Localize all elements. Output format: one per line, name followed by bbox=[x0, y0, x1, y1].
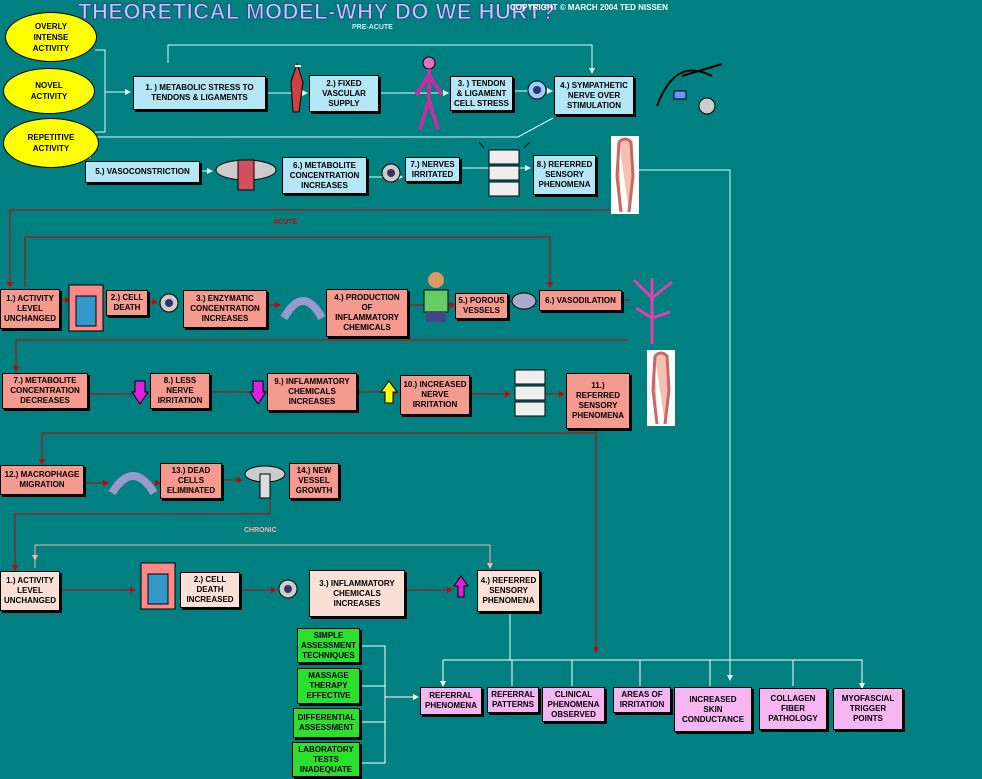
down-arrow-icon bbox=[131, 380, 149, 405]
body-referred-icon bbox=[611, 136, 639, 214]
enzyme-icon bbox=[280, 297, 326, 321]
preacute-fixed-vascular-supply: 2.) FIXED VASCULAR SUPPLY bbox=[309, 75, 379, 112]
chronic-activity-unchanged: 1.) ACTIVITY LEVEL UNCHANGED bbox=[0, 571, 60, 611]
stage-label-chronic: CHRONIC bbox=[244, 527, 277, 534]
preacute-vasoconstriction: 5.) VASOCONSTRICTION bbox=[85, 161, 200, 183]
cause-novel: NOVEL ACTIVITY bbox=[3, 68, 95, 114]
assessment-simple-techniques: SIMPLE ASSESSMENT TECHNIQUES bbox=[297, 628, 360, 663]
person-icon bbox=[423, 272, 449, 322]
outcome-areas-of-irritation: AREAS OF IRRITATION bbox=[613, 687, 671, 713]
page-title: THEORETICAL MODEL-WHY DO WE HURT? bbox=[78, 0, 556, 25]
acute-inflammatory-increase: 9.) INFLAMMATORY CHEMICALS INCREASES bbox=[267, 373, 357, 411]
acute-increased-nerve-irritation: 10.) INCREASED NERVE IRRITATION bbox=[400, 375, 470, 415]
acute-enzymatic: 3.) ENZYMATIC CONCENTRATION INCREASES bbox=[183, 290, 267, 328]
cell-icon-4 bbox=[278, 579, 298, 599]
stage-label-acute: ACUTE bbox=[273, 219, 298, 226]
assessment-differential: DIFFERENTIAL ASSESSMENT bbox=[293, 708, 360, 738]
up-arrow-icon-2 bbox=[453, 575, 469, 598]
outcome-collagen-pathology: COLLAGEN FIBER PATHOLOGY bbox=[759, 688, 827, 730]
outcome-clinical-phenomena: CLINICAL PHENOMENA OBSERVED bbox=[542, 687, 605, 722]
body-referred-icon-2 bbox=[647, 350, 675, 426]
preacute-nerves-irritated: 7.) NERVES IRRITATED bbox=[405, 157, 460, 182]
acute-inflammatory-production: 4.) PRODUCTION OF INFLAMMATORY CHEMICALS bbox=[326, 289, 408, 337]
acute-new-vessel-growth: 14.) NEW VESSEL GROWTH bbox=[289, 463, 339, 499]
macrophage-icon bbox=[108, 472, 158, 496]
acute-cell-death: 2.) CELL DEATH bbox=[106, 290, 148, 316]
outcome-skin-conductance: INCREASED SKIN CONDUCTANCE bbox=[674, 687, 752, 732]
chronic-referred-sensory: 4.) REFERRED SENSORY PHENOMENA bbox=[477, 570, 540, 612]
chronic-inflammatory-increase: 3.) INFLAMMATORY CHEMICALS INCREASES bbox=[309, 570, 405, 617]
cause-repetitive: REPETITIVE ACTIVITY bbox=[3, 118, 99, 168]
acute-less-nerve-irritation: 8.) LESS NERVE IRRITATION bbox=[150, 373, 210, 409]
preacute-cell-stress: 3. ) TENDON & LIGAMENT CELL STRESS bbox=[450, 76, 513, 111]
porous-vessel-icon bbox=[511, 292, 537, 310]
up-arrow-icon bbox=[380, 380, 398, 404]
cell-death-icon bbox=[68, 284, 104, 332]
acute-metabolite-decrease: 7.) METABOLITE CONCENTRATION DECREASES bbox=[2, 373, 88, 409]
chronic-cell-death-increased: 2.) CELL DEATH INCREASED bbox=[180, 572, 240, 608]
cell-icon-3 bbox=[159, 293, 179, 313]
assessment-massage-effective: MASSAGE THERAPY EFFECTIVE bbox=[297, 668, 360, 704]
acute-macrophage-migration: 12.) MACROPHAGE MIGRATION bbox=[0, 465, 84, 495]
spine-icon bbox=[478, 141, 531, 197]
outcome-trigger-points: MYOFASCIAL TRIGGER POINTS bbox=[833, 688, 903, 730]
outcome-referral-phenomena: REFERRAL PHENOMENA bbox=[420, 687, 482, 715]
vessel-growth-icon bbox=[244, 465, 286, 499]
vasodilation-vessel-icon bbox=[632, 278, 673, 344]
sympathetic-nerve-icon bbox=[656, 63, 723, 115]
acute-porous-vessels: 5.) POROUS VESSELS bbox=[455, 293, 508, 319]
preacute-sympathetic-nerve: 4.) SYMPATHETIC NERVE OVER STIMULATION bbox=[554, 76, 634, 115]
acute-activity-unchanged: 1.) ACTIVITY LEVEL UNCHANGED bbox=[0, 289, 60, 329]
preacute-metabolic-stress: 1. ) METABOLIC STRESS TO TENDONS & LIGAM… bbox=[133, 76, 266, 110]
cell-death-icon-2 bbox=[140, 562, 176, 610]
acute-vasodilation: 6.) VASODILATION bbox=[539, 290, 622, 311]
cell-icon bbox=[527, 80, 547, 100]
vessel-constrict-icon bbox=[215, 159, 277, 191]
tendon-icon bbox=[290, 62, 304, 113]
stage-label-preacute: PRE-ACUTE bbox=[352, 24, 393, 31]
assessment-lab-tests: LABORATORY TESTS INADEQUATE bbox=[292, 742, 360, 777]
cause-overly-intense: OVERLY INTENSE ACTIVITY bbox=[5, 12, 97, 62]
outcome-referral-patterns: REFERRAL PATTERNS bbox=[487, 687, 539, 713]
copyright: COPYRIGHT © MARCH 2004 TED NISSEN bbox=[510, 3, 668, 12]
acute-dead-cells-eliminated: 13.) DEAD CELLS ELIMINATED bbox=[160, 463, 222, 499]
spine-icon-2 bbox=[514, 369, 546, 417]
preacute-metabolite-increase: 6.) METABOLITE CONCENTRATION INCREASES bbox=[282, 157, 367, 194]
down-arrow-icon-2 bbox=[249, 380, 267, 405]
cell-icon-2 bbox=[381, 163, 401, 183]
preacute-referred-sensory: 8.) REFERRED SENSORY PHENOMENA bbox=[533, 155, 596, 195]
vascular-body-icon bbox=[414, 56, 444, 130]
acute-referred-sensory: 11.) REFERRED SENSORY PHENOMENA bbox=[566, 373, 630, 429]
